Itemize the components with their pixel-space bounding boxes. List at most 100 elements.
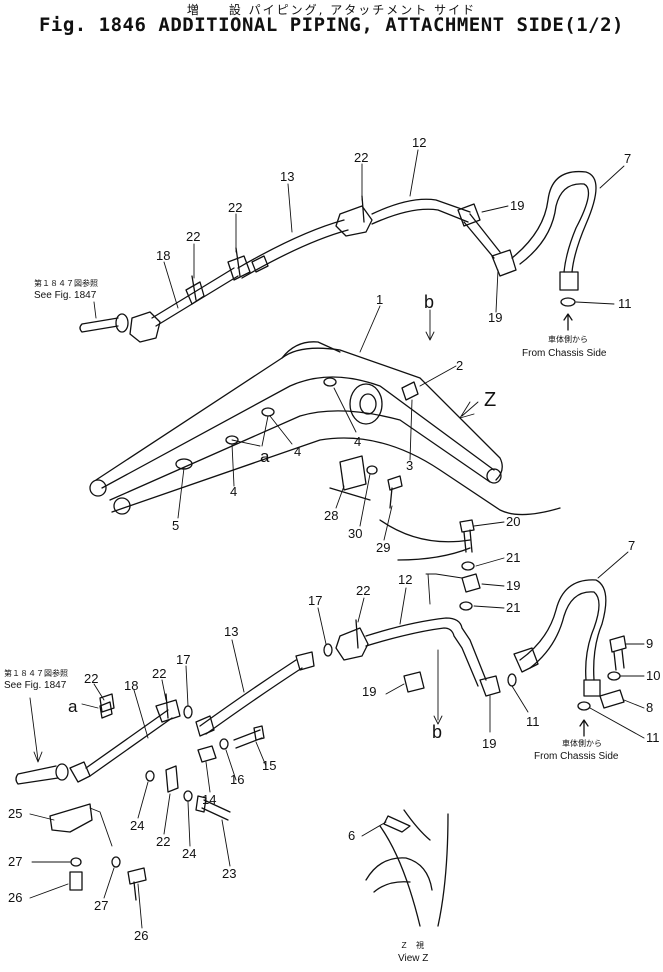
leader-29 [383,505,393,541]
coupling-lower-22b [355,619,359,649]
flange-14 [197,745,217,763]
leader-21b [473,605,505,609]
coupling-upper-22b [361,195,365,223]
callout-22-upper-a: 22 [354,150,368,165]
boom-foot-pin-2 [113,497,131,515]
pipe-12-lower [365,617,487,687]
leader-17-upper-right [317,607,327,645]
leader-19-right [481,583,505,587]
bolt-23 [195,795,231,821]
leader-7-upper [599,165,625,189]
callout-5: 5 [172,518,179,533]
leader-23 [221,819,231,867]
leader-19-lower-left [385,683,405,695]
from-chassis-arrow-lower [579,719,589,737]
washer-21b [459,601,473,611]
view-z-outline [379,809,449,927]
bracket-25 [49,803,93,833]
callout-11-lower-right: 11 [646,730,660,745]
leader-6 [361,821,387,837]
clamp-upper-2 [227,255,251,281]
leader-18-upper [163,261,179,309]
callout-9: 9 [646,636,653,651]
boom-top-bracket [281,341,341,359]
leader-2 [419,365,457,387]
bolt-26a [69,871,83,891]
leader-18-lower [133,689,149,739]
coupling-lower-22 [335,627,369,661]
upper-left-fitting [79,317,119,333]
oring-11-lower-a [507,673,517,687]
hose-7-end-fitting [559,271,579,291]
callout-22-upper-c: 22 [186,229,200,244]
callout-20: 20 [506,514,520,529]
ref-note-lower-en: See Fig. 1847 [4,680,67,691]
base-structure [329,487,471,561]
lower-left-fitting-nut [55,763,69,781]
leader-13-lower [231,639,245,693]
bolt-26b [127,867,147,901]
leader-22-lower-left [93,683,105,701]
callout-25: 25 [8,806,22,821]
callout-18-lower: 18 [124,678,138,693]
letter-a-upper: a [260,447,270,466]
clamp-19-upper-right [461,573,481,593]
figure-title: Fig. 1846 ADDITIONAL PIPING, ATTACHMENT … [38,14,624,36]
leader-4b [269,415,293,445]
leader-5 [177,467,185,519]
callout-13-upper: 13 [280,169,294,184]
clamp-lower-19 [479,675,501,697]
callout-28: 28 [324,508,338,523]
callout-19-upper-a: 19 [510,198,524,213]
callout-12-upper: 12 [412,135,426,150]
leader-19-upper-a [481,205,509,213]
leader-a-lower [81,703,99,709]
leader-27b [103,867,115,899]
boom-assembly [89,341,561,561]
boom-foot-pin [89,479,107,497]
leader-15 [255,741,267,767]
callout-14: 14 [202,792,216,807]
pad-2 [401,381,419,401]
callout-7-upper: 7 [624,151,631,166]
lower-piping-assembly [15,519,627,901]
leader-21a [475,557,505,567]
clamp-22-lower-left [99,693,115,713]
ref-note-upper-jp: 第１８４７図参照 [34,278,98,288]
washer-10 [607,671,621,681]
callout-26-b: 26 [134,928,148,943]
callout-30: 30 [348,526,362,541]
hose-7-lower [519,579,607,681]
lower-left-fitting [15,765,59,785]
hose-7-lower-end-a [513,647,539,673]
callout-21-b: 21 [506,600,520,615]
callout-22-lower-upper: 22 [356,583,370,598]
letter-z: Z [484,389,496,411]
leader-4c [333,387,357,433]
callout-16: 16 [230,772,244,787]
boom-pivot-boss [349,383,383,425]
letter-b-lower: b [432,722,442,742]
leader-a-upper [231,415,269,447]
leader-8 [623,699,645,709]
callout-4-a: 4 [294,444,301,459]
boom-outline-top [95,347,503,481]
leader-3 [409,399,413,461]
leader-ref-lower [29,697,43,763]
callout-24-b: 24 [182,846,196,861]
boom-outline-mid [101,376,495,489]
view-z-plate [383,815,411,833]
callout-29: 29 [376,540,390,555]
callout-27-b: 27 [94,898,108,913]
leader-22-lower-upper [357,597,365,623]
boss-4c [323,377,337,387]
letter-markers: b Z a a b [68,292,496,742]
callout-26-a: 26 [8,890,22,905]
leader-16 [225,749,237,781]
oring-17-lower-b [323,643,333,657]
view-z-lug [365,857,433,893]
ref-note-upper-en: See Fig. 1847 [34,290,97,301]
oring-11-lower-b [577,701,591,711]
leader-24a [137,781,149,819]
